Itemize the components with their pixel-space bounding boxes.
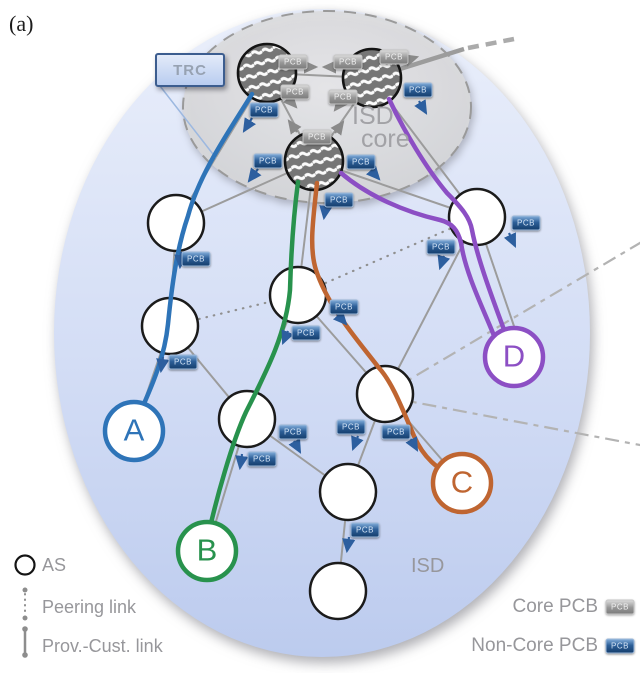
figure-label: (a) bbox=[9, 11, 34, 36]
core-pcb-badge: PCB bbox=[302, 129, 332, 145]
as-node bbox=[318, 462, 378, 522]
non-core-pcb-badge: PCB bbox=[336, 419, 366, 435]
legend-peering-label: Peering link bbox=[42, 597, 137, 617]
endpoint-node-d bbox=[482, 325, 546, 389]
path-c-orange bbox=[309, 180, 455, 480]
non-core-pcb-badge: PCB bbox=[247, 451, 277, 467]
path-d-purple-1 bbox=[386, 96, 510, 341]
legend-symbols bbox=[14, 554, 36, 658]
non-core-pcb-badge: PCB bbox=[249, 102, 279, 118]
non-core-pcb-badge: PCB bbox=[329, 299, 359, 315]
isd-label: ISD bbox=[411, 555, 445, 577]
non-core-pcb-badge: PCB bbox=[381, 424, 411, 440]
as-node bbox=[146, 193, 206, 253]
external-dash-link-e bbox=[391, 396, 640, 447]
core-pcb-badge: PCB bbox=[280, 84, 310, 100]
endpoint-label-b: B bbox=[196, 532, 218, 568]
endpoint-node-a bbox=[102, 399, 166, 463]
isd-core-label-line1: ISD bbox=[352, 102, 394, 130]
as-node bbox=[217, 389, 277, 449]
legend-prov-cust-label: Prov.-Cust. link bbox=[42, 636, 163, 656]
external-dash-link-ne bbox=[389, 241, 640, 392]
endpoint-node-b bbox=[175, 519, 239, 583]
external-core-link-dashed bbox=[467, 36, 515, 51]
legend-peering-icon bbox=[22, 587, 28, 621]
legend-prov-cust-icon bbox=[22, 626, 28, 658]
core-pcb-badge: PCB bbox=[379, 49, 409, 65]
non-core-pcb-badge: PCB bbox=[346, 154, 376, 170]
as-nodes bbox=[140, 187, 507, 621]
endpoint-label-a: A bbox=[123, 412, 145, 448]
core-pcb-badge: PCB bbox=[328, 89, 358, 105]
legend-core-pcb-label: Core PCB bbox=[512, 596, 598, 617]
legend-non-core-pcb-badge: PCB bbox=[605, 638, 635, 654]
non-core-pcb-badge: PCB bbox=[403, 82, 433, 98]
isd-core-label-line2: core bbox=[361, 125, 410, 153]
legend-non-core-pcb-label: Non-Core PCB bbox=[471, 635, 598, 656]
core-pcb-badge: PCB bbox=[278, 54, 308, 70]
non-core-pcb-badge: PCB bbox=[278, 424, 308, 440]
core-pcb-badge: PCB bbox=[333, 54, 363, 70]
trc-box: TRC bbox=[155, 53, 225, 87]
legend-as-icon bbox=[14, 554, 36, 576]
non-core-pcb-badge: PCB bbox=[291, 325, 321, 341]
as-node bbox=[308, 561, 368, 621]
legend-core-pcb-badge: PCB bbox=[605, 599, 635, 615]
non-core-pcb-badge: PCB bbox=[350, 522, 380, 538]
non-core-pcb-badge: PCB bbox=[181, 251, 211, 267]
isd-core-label: ISD core bbox=[352, 102, 410, 153]
non-core-pcb-badge: PCB bbox=[253, 153, 283, 169]
trc-label: TRC bbox=[173, 61, 207, 79]
non-core-pcb-badge: PCB bbox=[324, 192, 354, 208]
path-b-green bbox=[205, 179, 301, 539]
endpoint-label-d: D bbox=[502, 338, 526, 374]
non-core-pcb-badge: PCB bbox=[168, 354, 198, 370]
endpoint-label-c: C bbox=[450, 464, 474, 500]
path-d-purple-2 bbox=[338, 170, 501, 349]
non-core-pcb-arrows bbox=[156, 99, 516, 554]
trc-leader-line bbox=[159, 85, 217, 159]
non-core-pcb-badge: PCB bbox=[511, 215, 541, 231]
as-node bbox=[355, 364, 415, 424]
non-core-pcb-badge: PCB bbox=[426, 239, 456, 255]
endpoint-node-c bbox=[430, 451, 494, 515]
legend-as-label: AS bbox=[42, 555, 67, 575]
